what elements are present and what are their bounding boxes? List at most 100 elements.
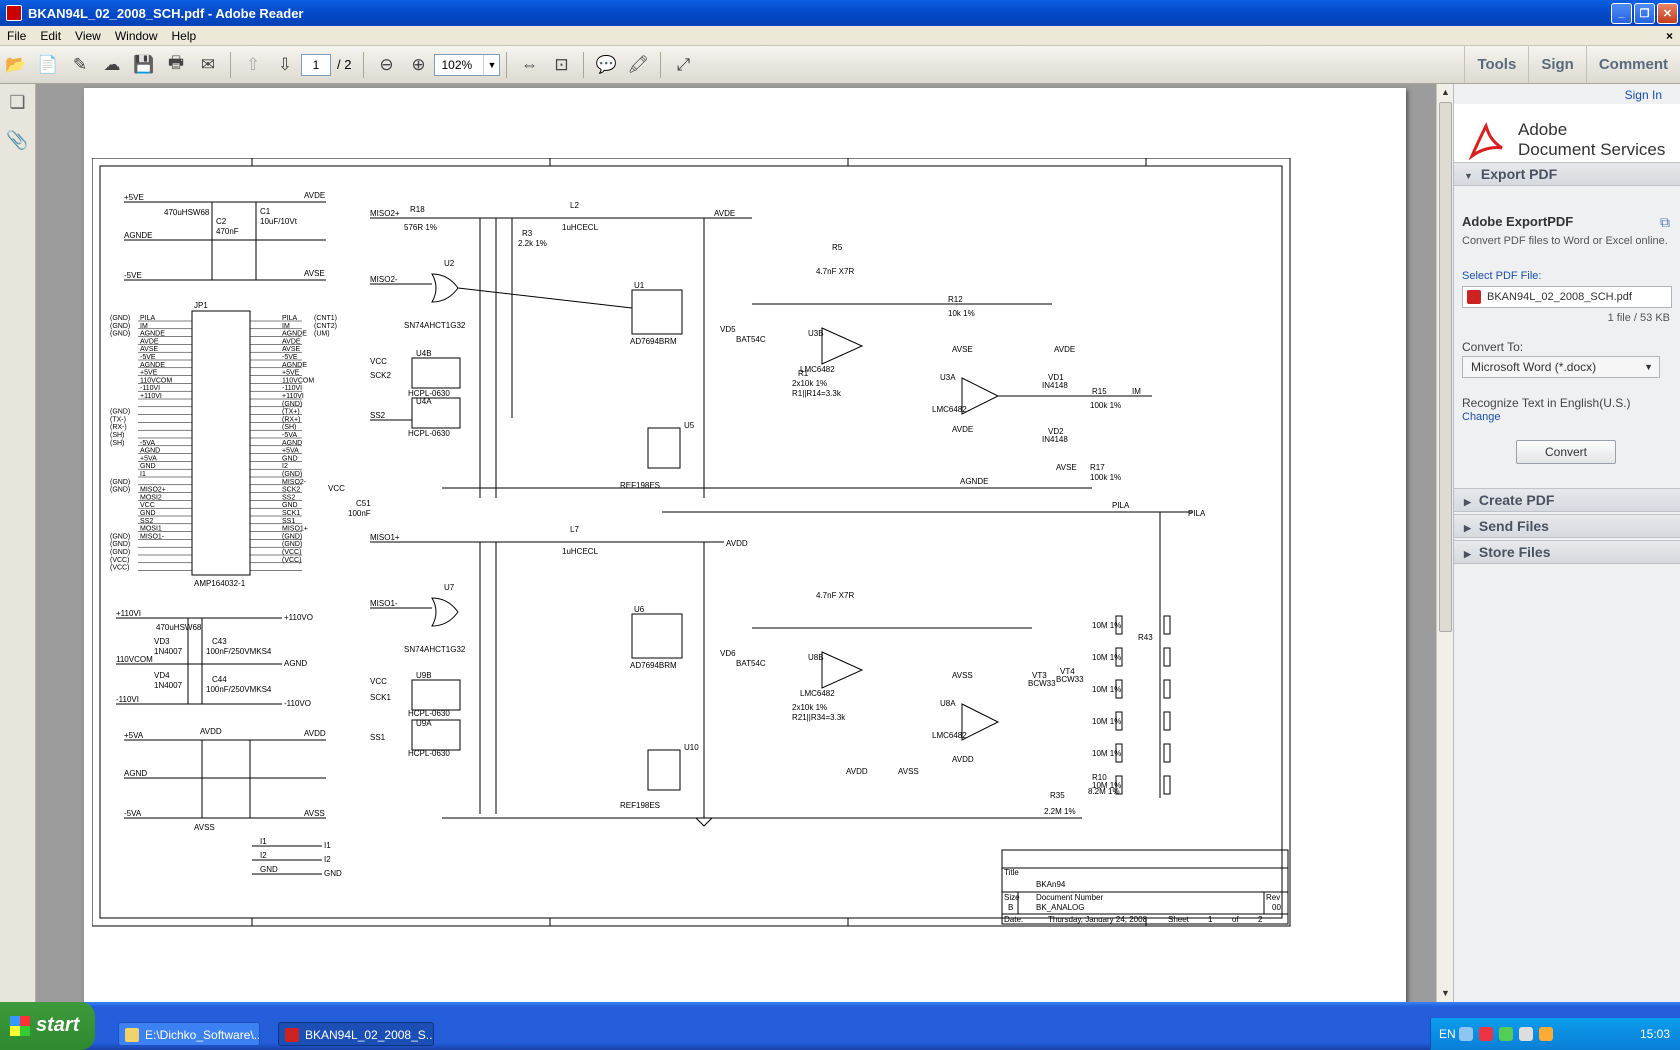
part-label: REF198ES	[620, 481, 660, 490]
next-page-icon[interactable]: ⇩	[277, 54, 293, 74]
close-button[interactable]: ✕	[1657, 2, 1678, 24]
jp1-left-net: MOSI1	[140, 526, 162, 533]
part-label: L2	[570, 201, 579, 210]
net-label: +110VO	[284, 613, 313, 622]
change-language-link[interactable]: Change	[1462, 411, 1501, 423]
taskbar-item-explorer[interactable]: E:\Dichko_Software\...	[118, 1022, 260, 1046]
part-label: R15	[1092, 387, 1107, 396]
highlight-icon[interactable]: 🖍	[627, 54, 650, 74]
volume-icon[interactable]	[1518, 1027, 1533, 1041]
part-label: LMC6482	[932, 731, 967, 740]
zoom-out-icon[interactable]: ⊖	[379, 54, 394, 74]
jp1-left-annotation: (GND)	[110, 479, 130, 486]
scrollbar-thumb[interactable]	[1439, 102, 1452, 632]
triangle-right-icon: ▶	[1464, 497, 1471, 507]
zoom-select[interactable]: 102%▼	[434, 53, 501, 76]
export-info-icon[interactable]: ⧉	[1660, 214, 1670, 230]
attachments-icon[interactable]: 📎	[6, 130, 29, 150]
send-files-header[interactable]: ▶Send Files	[1454, 514, 1680, 538]
part-label: 4.7nF X7R	[816, 267, 854, 276]
jp1-left-net: SS2	[140, 518, 153, 525]
network-icon[interactable]	[1458, 1027, 1473, 1041]
net-label: 110VCOM	[116, 655, 153, 664]
part-label: 1uHCECL	[562, 223, 599, 232]
zoom-in-icon[interactable]: ⊕	[411, 54, 426, 74]
export-pdf-header[interactable]: ▼Export PDF	[1454, 162, 1680, 186]
jp1-left-net: MISO1-	[140, 533, 165, 540]
jp1-left-annotation: (SH)	[110, 432, 124, 439]
jp1-left-annotation: (RX-)	[110, 424, 127, 431]
net-label: AVDD	[304, 729, 326, 738]
start-button[interactable]: start	[0, 1002, 95, 1050]
part-label: VD3	[154, 637, 170, 646]
net-label: -110VO	[284, 699, 311, 708]
toolbar: 📂 📄 ✎ ☁ 💾 🖶 ✉ ⇧ ⇩ 1 / 2 ⊖ ⊕ 102%▼ ⇔ ⊡ 💬 …	[0, 46, 1680, 84]
part-label: 1N4007	[154, 681, 183, 690]
edit-icon[interactable]: ✎	[72, 54, 88, 74]
jp1-left-net: +110VI	[140, 393, 162, 400]
language-indicator[interactable]: EN	[1439, 1027, 1456, 1041]
menu-view[interactable]: View	[75, 28, 101, 43]
selected-file-field[interactable]: BKAN94L_02_2008_SCH.pdf	[1462, 286, 1672, 308]
jp1-left-net: MOSI2	[140, 494, 162, 501]
jp1-right-net: GND	[282, 455, 298, 462]
tab-comment[interactable]: Comment	[1585, 46, 1680, 83]
jp1-left-net: -5VA	[140, 440, 155, 447]
taskbar-item-reader[interactable]: BKAN94L_02_2008_S...	[278, 1022, 434, 1046]
part-label: 2.2k 1%	[518, 239, 547, 248]
jp1-left-net: AGND	[140, 448, 160, 455]
part-label: LMC6482	[932, 405, 967, 414]
close-document-icon[interactable]: ×	[1665, 28, 1673, 43]
net-label: AGNDE	[960, 477, 988, 486]
create-pdf-header[interactable]: ▶Create PDF	[1454, 488, 1680, 512]
fit-width-icon[interactable]: ⇔	[520, 54, 538, 74]
net-label: AVDE	[1054, 345, 1075, 354]
document-area[interactable]: +5VE AVDE 470uHSW68 C2 470nF C1 10uF/10V…	[36, 84, 1436, 1002]
expand-icon[interactable]: ⤢	[676, 54, 691, 74]
net-label: +5VA	[124, 731, 144, 740]
save-icon[interactable]: 💾	[133, 54, 155, 74]
part-label: R17	[1090, 463, 1105, 472]
net-label: SCK1	[370, 693, 391, 702]
convert-button[interactable]: Convert	[1516, 440, 1616, 464]
jp1-right-net: AVDE	[282, 338, 301, 345]
shield-icon[interactable]	[1498, 1027, 1513, 1041]
resistor-symbol	[1115, 647, 1123, 667]
convert-to-select[interactable]: Microsoft Word (*.docx)▼	[1462, 356, 1660, 378]
vertical-scrollbar[interactable]: ▲ ▼	[1436, 84, 1453, 1002]
prev-page-icon[interactable]: ⇧	[245, 54, 261, 74]
security-icon[interactable]	[1478, 1027, 1493, 1041]
menu-edit[interactable]: Edit	[40, 28, 62, 43]
tab-tools[interactable]: Tools	[1464, 46, 1528, 83]
resistor-symbol	[1163, 743, 1171, 763]
scroll-up-icon[interactable]: ▲	[1441, 87, 1450, 97]
net-label: -5VA	[124, 809, 142, 818]
menu-file[interactable]: File	[7, 28, 27, 43]
create-pdf-icon[interactable]: 📄	[37, 54, 59, 74]
page-number-input[interactable]: 1	[301, 53, 331, 76]
page-thumbnails-icon[interactable]: ❏	[9, 92, 26, 112]
net-label: MISO2-	[370, 275, 398, 284]
triangle-right-icon: ▶	[1464, 549, 1471, 559]
sign-in-link[interactable]: Sign In	[1624, 88, 1662, 102]
tab-sign[interactable]: Sign	[1528, 46, 1586, 83]
upload-icon[interactable]: ☁	[103, 54, 121, 74]
store-files-header[interactable]: ▶Store Files	[1454, 540, 1680, 564]
jp1-right-net: SCK1	[282, 510, 300, 517]
menu-window[interactable]: Window	[114, 28, 158, 43]
minimize-button[interactable]: _	[1611, 2, 1632, 24]
open-icon[interactable]: 📂	[5, 54, 27, 74]
part-label: U1	[634, 281, 645, 290]
scroll-down-icon[interactable]: ▼	[1441, 988, 1450, 998]
print-icon[interactable]: 🖶	[167, 53, 185, 72]
email-icon[interactable]: ✉	[200, 54, 216, 74]
comment-icon[interactable]: 💬	[595, 54, 618, 74]
part-label: VD4	[154, 671, 170, 680]
jp1-right-net: (GND)	[282, 533, 302, 540]
resistor-symbol	[1115, 679, 1123, 699]
update-icon[interactable]	[1538, 1027, 1553, 1041]
menu-help[interactable]: Help	[171, 28, 197, 43]
fit-page-icon[interactable]: ⊡	[554, 54, 569, 74]
restore-button[interactable]: ❐	[1634, 2, 1655, 24]
jp1-left-net: AVSE	[140, 346, 158, 353]
